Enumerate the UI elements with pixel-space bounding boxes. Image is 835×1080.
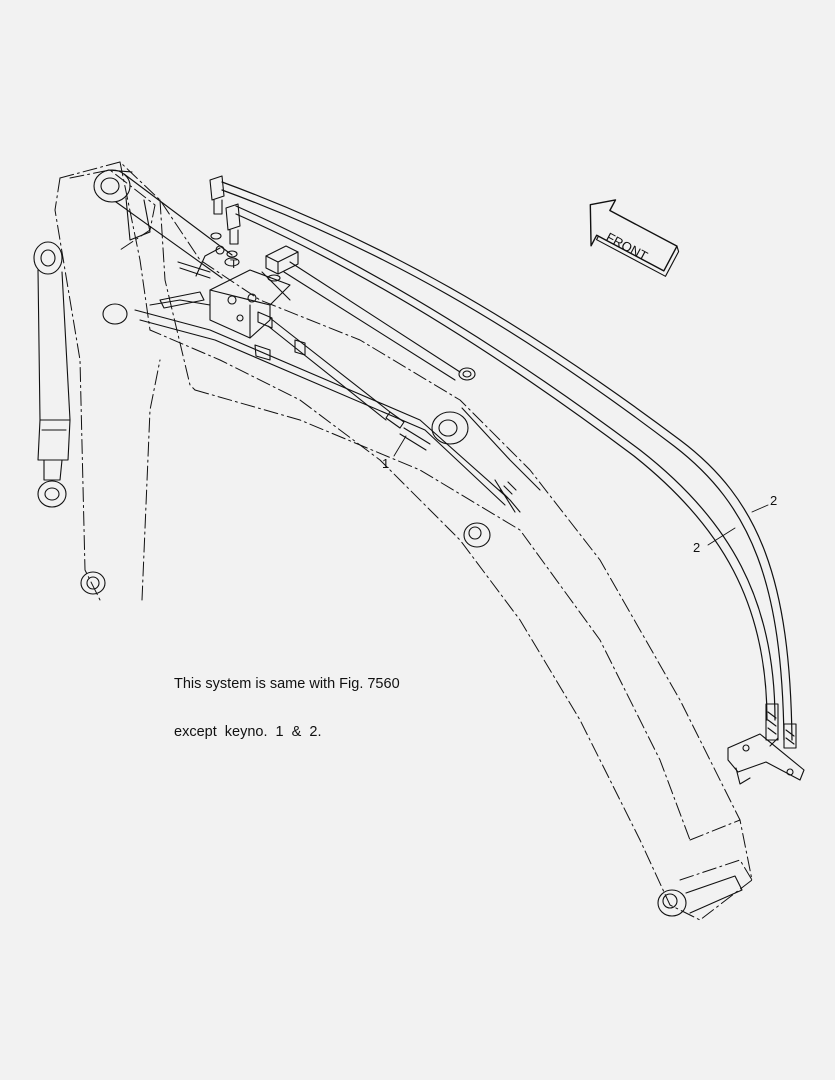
hose-2-pair	[221, 181, 793, 741]
hose-1	[267, 317, 541, 513]
boom-outline	[54, 161, 753, 921]
callout-key-2a: 2	[693, 540, 701, 555]
boom-cylinder	[33, 241, 71, 508]
port-label: T	[230, 257, 238, 271]
note-line-2: except keyno. 1 & 2.	[174, 724, 322, 740]
system-note: This system is same with Fig. 7560 excep…	[174, 644, 400, 756]
callout-key-1: 1	[382, 456, 390, 471]
hose-end-fittings	[765, 703, 797, 749]
front-direction-arrow	[589, 199, 680, 277]
adapter-fittings	[209, 175, 241, 258]
arm-cylinder	[93, 169, 233, 279]
callout-leaders	[393, 435, 769, 546]
valve-block	[159, 245, 291, 339]
pipe-bracket	[102, 299, 521, 513]
hose-bracket	[727, 733, 805, 785]
note-line-1: This system is same with Fig. 7560	[174, 676, 400, 692]
pipe-clamp	[261, 245, 476, 381]
callout-key-2b: 2	[770, 493, 778, 508]
boom-pin-bosses	[80, 522, 743, 917]
